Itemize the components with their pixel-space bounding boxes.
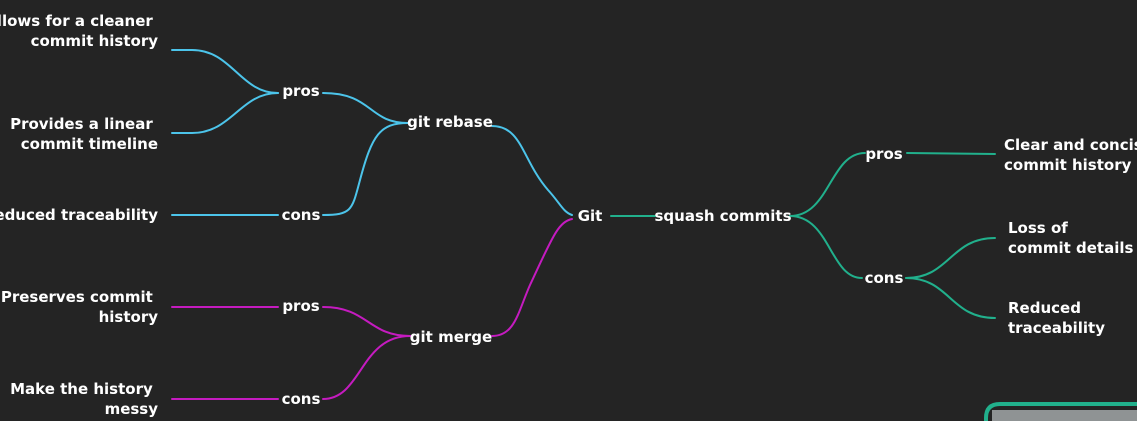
- edge-squash-con-2: [905, 277, 996, 319]
- leaf-squash-con-2: Reduced traceability: [1008, 299, 1105, 337]
- corner-card-frame: [984, 402, 1137, 421]
- edge-rebase-pros: [322, 92, 409, 124]
- edge-squash-cons: [789, 215, 863, 279]
- edge-git-merge: [491, 218, 573, 337]
- node-merge-pros: pros: [282, 297, 319, 315]
- root-node-git: Git: [578, 207, 603, 225]
- node-squash-cons: cons: [865, 269, 904, 287]
- node-rebase-pros: pros: [282, 82, 319, 100]
- node-squash-commits: squash commits: [655, 207, 792, 225]
- squash-edges: [610, 152, 996, 319]
- leaf-rebase-con-1: Reduced traceability: [0, 206, 158, 224]
- leaf-merge-con-1: Make the history messy: [10, 380, 158, 418]
- rebase-edges: [171, 49, 573, 216]
- edge-squash-pro-1: [906, 152, 996, 155]
- corner-card-inner: [992, 410, 1137, 421]
- edge-rebase-pro-1: [171, 49, 279, 94]
- edge-squash-con-1: [905, 237, 996, 279]
- leaf-merge-pro-1: Preserves commit history: [1, 288, 158, 326]
- edge-merge-pros: [322, 306, 411, 337]
- node-squash-pros: pros: [865, 145, 902, 163]
- leaf-rebase-pro-1: Allows for a cleaner commit history: [0, 12, 158, 50]
- leaf-rebase-pro-2: Provides a linear commit timeline: [10, 115, 158, 153]
- leaf-squash-con-1: Loss of commit details: [1008, 219, 1133, 257]
- node-git-merge: git merge: [410, 328, 492, 346]
- edge-merge-cons: [322, 335, 411, 400]
- node-git-rebase: git rebase: [407, 113, 493, 131]
- leaf-squash-pro-1: Clear and concise commit history: [1004, 136, 1137, 174]
- edge-rebase-cons: [322, 122, 409, 216]
- merge-edges: [171, 218, 573, 400]
- edge-squash-pros: [789, 152, 866, 217]
- node-rebase-cons: cons: [282, 206, 321, 224]
- edge-git-rebase: [491, 125, 573, 216]
- node-merge-cons: cons: [282, 390, 321, 408]
- edge-rebase-pro-2: [171, 92, 279, 134]
